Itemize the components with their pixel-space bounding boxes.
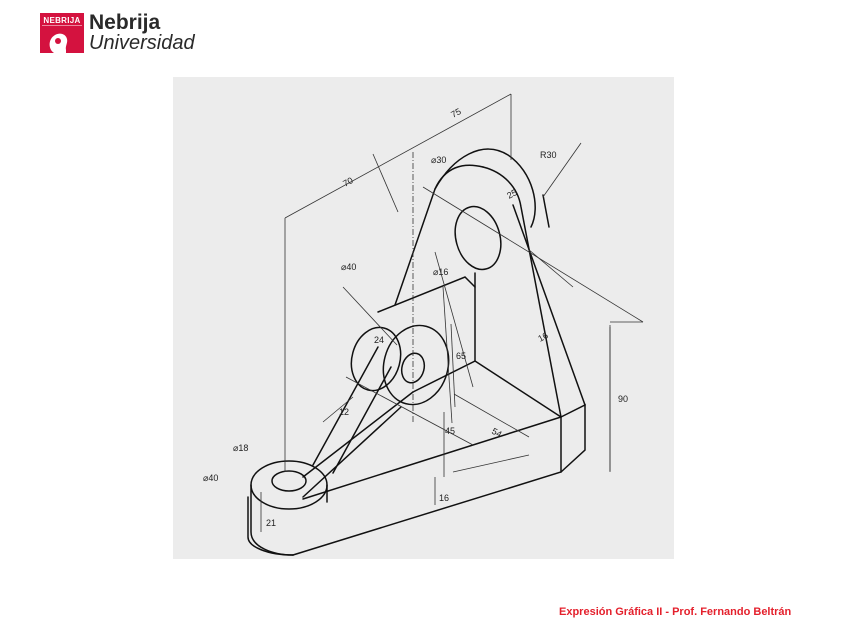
- dim-90: 90: [618, 394, 628, 404]
- dim-45: 45: [445, 426, 455, 436]
- logo-subtitle: Universidad: [89, 32, 195, 54]
- dim-16-rib: 16: [536, 330, 550, 344]
- footer-course-credit: Expresión Gráfica II - Prof. Fernando Be…: [559, 606, 792, 618]
- dim-dia30: ⌀30: [431, 155, 446, 165]
- nebrija-logo: NEBRIJA Nebrija Universidad: [40, 12, 195, 53]
- dim-16-base: 16: [439, 493, 449, 503]
- dim-12: 12: [339, 407, 349, 417]
- technical-drawing: 75 70 R30 ⌀30 25 ⌀40 ⌀16 24 65 16 90 12 …: [173, 77, 674, 559]
- logo-title: Nebrija: [89, 11, 161, 34]
- dim-r30: R30: [540, 150, 557, 160]
- dim-dia16: ⌀16: [433, 267, 448, 277]
- dim-75: 75: [449, 106, 463, 120]
- dim-dia18: ⌀18: [233, 443, 248, 453]
- logo-mark-icon: NEBRIJA: [40, 12, 84, 53]
- dim-65: 65: [456, 351, 466, 361]
- logo-mark-text: NEBRIJA: [43, 15, 81, 25]
- dim-21: 21: [266, 518, 276, 528]
- dim-dia40-base: ⌀40: [203, 473, 218, 483]
- dim-70: 70: [341, 175, 355, 189]
- dim-24: 24: [374, 335, 384, 345]
- isometric-part-drawing: 75 70 R30 ⌀30 25 ⌀40 ⌀16 24 65 16 90 12 …: [203, 93, 644, 556]
- dim-25: 25: [505, 187, 519, 201]
- dim-dia40-top: ⌀40: [341, 262, 356, 272]
- dim-54: 54: [490, 426, 504, 440]
